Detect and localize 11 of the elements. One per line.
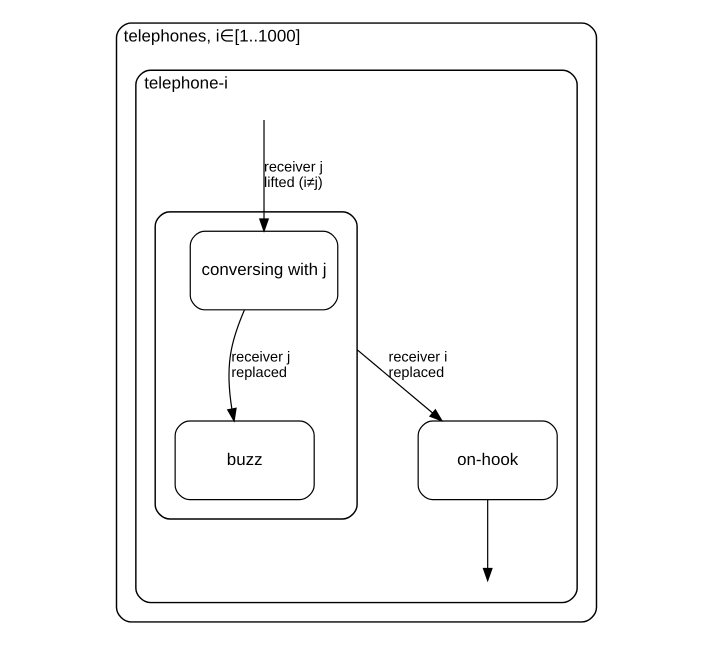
node-box: on-hook bbox=[417, 420, 558, 500]
arrow bbox=[356, 349, 443, 422]
node-box: buzz bbox=[174, 420, 314, 500]
edge-label: receiver j lifted (i≠j) bbox=[264, 159, 322, 192]
node-box: conversing with j bbox=[189, 230, 338, 310]
cluster bbox=[154, 211, 358, 520]
edge-label: receiver i replaced bbox=[388, 349, 447, 382]
arrow bbox=[258, 120, 269, 233]
arrow bbox=[226, 310, 244, 423]
edge-label: receiver j replaced bbox=[230, 349, 290, 382]
arrow bbox=[482, 500, 492, 582]
